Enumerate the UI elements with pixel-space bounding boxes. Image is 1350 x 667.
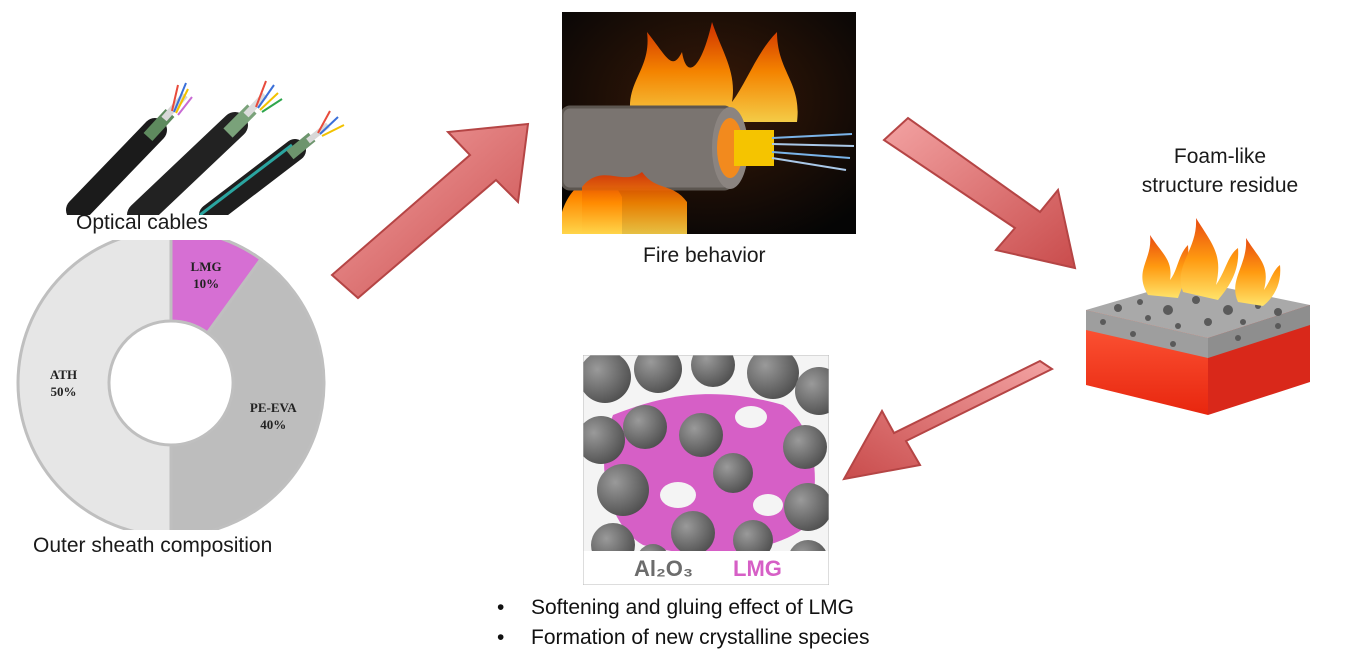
conclusion-bullets: Softening and gluing effect of LMG Forma… [497, 593, 869, 653]
optical-cables-image [66, 80, 345, 215]
donut-label-lmg: LMG [191, 259, 222, 274]
arrow-to-foam [882, 116, 1077, 270]
donut-slice-ath [16, 240, 173, 530]
optical-cables-label: Optical cables [76, 211, 208, 234]
alumina-legend-label: Al₂O₃ [634, 556, 694, 581]
donut-value-pe-eva: 40% [260, 417, 286, 432]
fire-behavior-image [562, 12, 856, 234]
donut-label-pe-eva: PE-EVA [250, 400, 297, 415]
arrow-to-residue [842, 359, 1054, 481]
fire-behavior-label: Fire behavior [643, 244, 766, 267]
outer-sheath-label: Outer sheath composition [33, 534, 273, 557]
bullet-item: Softening and gluing effect of LMG [497, 593, 869, 623]
lmg-legend-label: LMG [733, 556, 782, 581]
arrow-to-fire [330, 122, 530, 300]
donut-value-lmg: 10% [193, 276, 219, 291]
donut-value-ath: 50% [51, 384, 77, 399]
foam-label-line1: Foam-like [1173, 145, 1267, 168]
foam-residue-image [1086, 218, 1310, 415]
bullet-item: Formation of new crystalline species [497, 623, 869, 653]
donut-label-ath: ATH [50, 367, 77, 382]
residue-microstructure-image [583, 355, 829, 585]
foam-structure-label: Foam-like structure residue [1100, 142, 1340, 200]
foam-label-line2: structure residue [1141, 174, 1299, 197]
sheath-composition-donut-chart: LMG 10% PE-EVA 40% ATH 50% [16, 240, 326, 530]
donut-slice-pe-eva [169, 257, 326, 530]
